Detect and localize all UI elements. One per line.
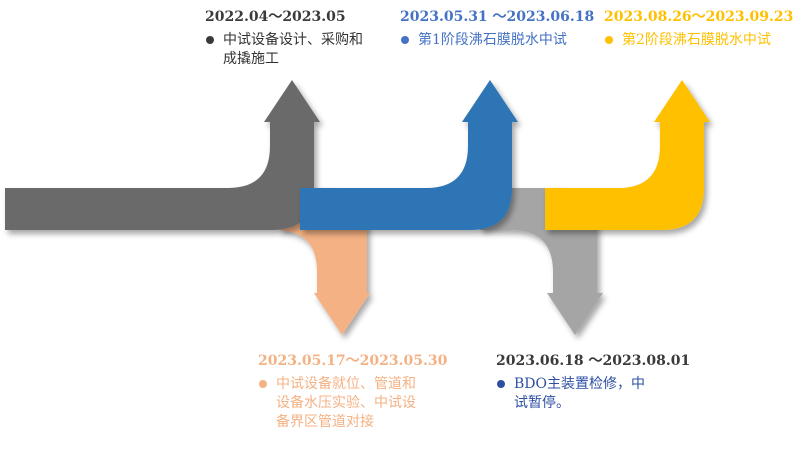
stage-1-zeolite-test: 2023.05.31 ～2023.06.18 第1阶段沸石膜脱水中试 <box>400 8 595 50</box>
stage-design: 2022.04～2023.05 中试设备设计、采购和成撬施工 <box>205 8 365 69</box>
stage-item: 第1阶段沸石膜脱水中试 <box>400 31 568 50</box>
stage-date: 2023.06.18 ～2023.08.01 <box>496 353 691 369</box>
arrow-stage-design <box>5 80 320 230</box>
arrow-stage-2-zeolite-test <box>300 80 518 230</box>
stage-date: 2023.05.17～2023.05.30 <box>258 353 448 369</box>
bullet-dot-icon <box>497 380 505 388</box>
bullet-dot-icon <box>401 36 409 44</box>
bullet-dot-icon <box>206 36 214 44</box>
stage-description: BDO主装置检修，中试暂停。 <box>514 376 645 411</box>
stage-date: 2023.08.26～2023.09.23 <box>604 9 794 25</box>
stage-2-zeolite-test: 2023.08.26～2023.09.23 第2阶段沸石膜脱水中试 <box>604 8 794 50</box>
stage-installation: 2023.05.17～2023.05.30 中试设备就位、管道和设备水压实验、中… <box>258 352 448 432</box>
stage-item: BDO主装置检修，中试暂停。 <box>496 375 654 413</box>
stage-date: 2022.04～2023.05 <box>205 9 346 25</box>
stage-description: 中试设备设计、采购和成撬施工 <box>223 32 363 67</box>
stage-maintenance: 2023.06.18 ～2023.08.01 BDO主装置检修，中试暂停。 <box>496 352 691 413</box>
stage-item: 中试设备就位、管道和设备水压实验、中试设备界区管道对接 <box>258 375 426 432</box>
stage-item: 第2阶段沸石膜脱水中试 <box>604 31 772 50</box>
stage-date: 2023.05.31 ～2023.06.18 <box>400 9 595 25</box>
bullet-dot-icon <box>605 36 613 44</box>
stage-item: 中试设备设计、采购和成撬施工 <box>205 31 365 69</box>
stage-description: 中试设备就位、管道和设备水压实验、中试设备界区管道对接 <box>276 376 416 430</box>
arrow-stage-maintenance <box>545 80 710 230</box>
stage-description: 第2阶段沸石膜脱水中试 <box>622 32 771 48</box>
bullet-dot-icon <box>259 380 267 388</box>
stage-description: 第1阶段沸石膜脱水中试 <box>418 32 567 48</box>
